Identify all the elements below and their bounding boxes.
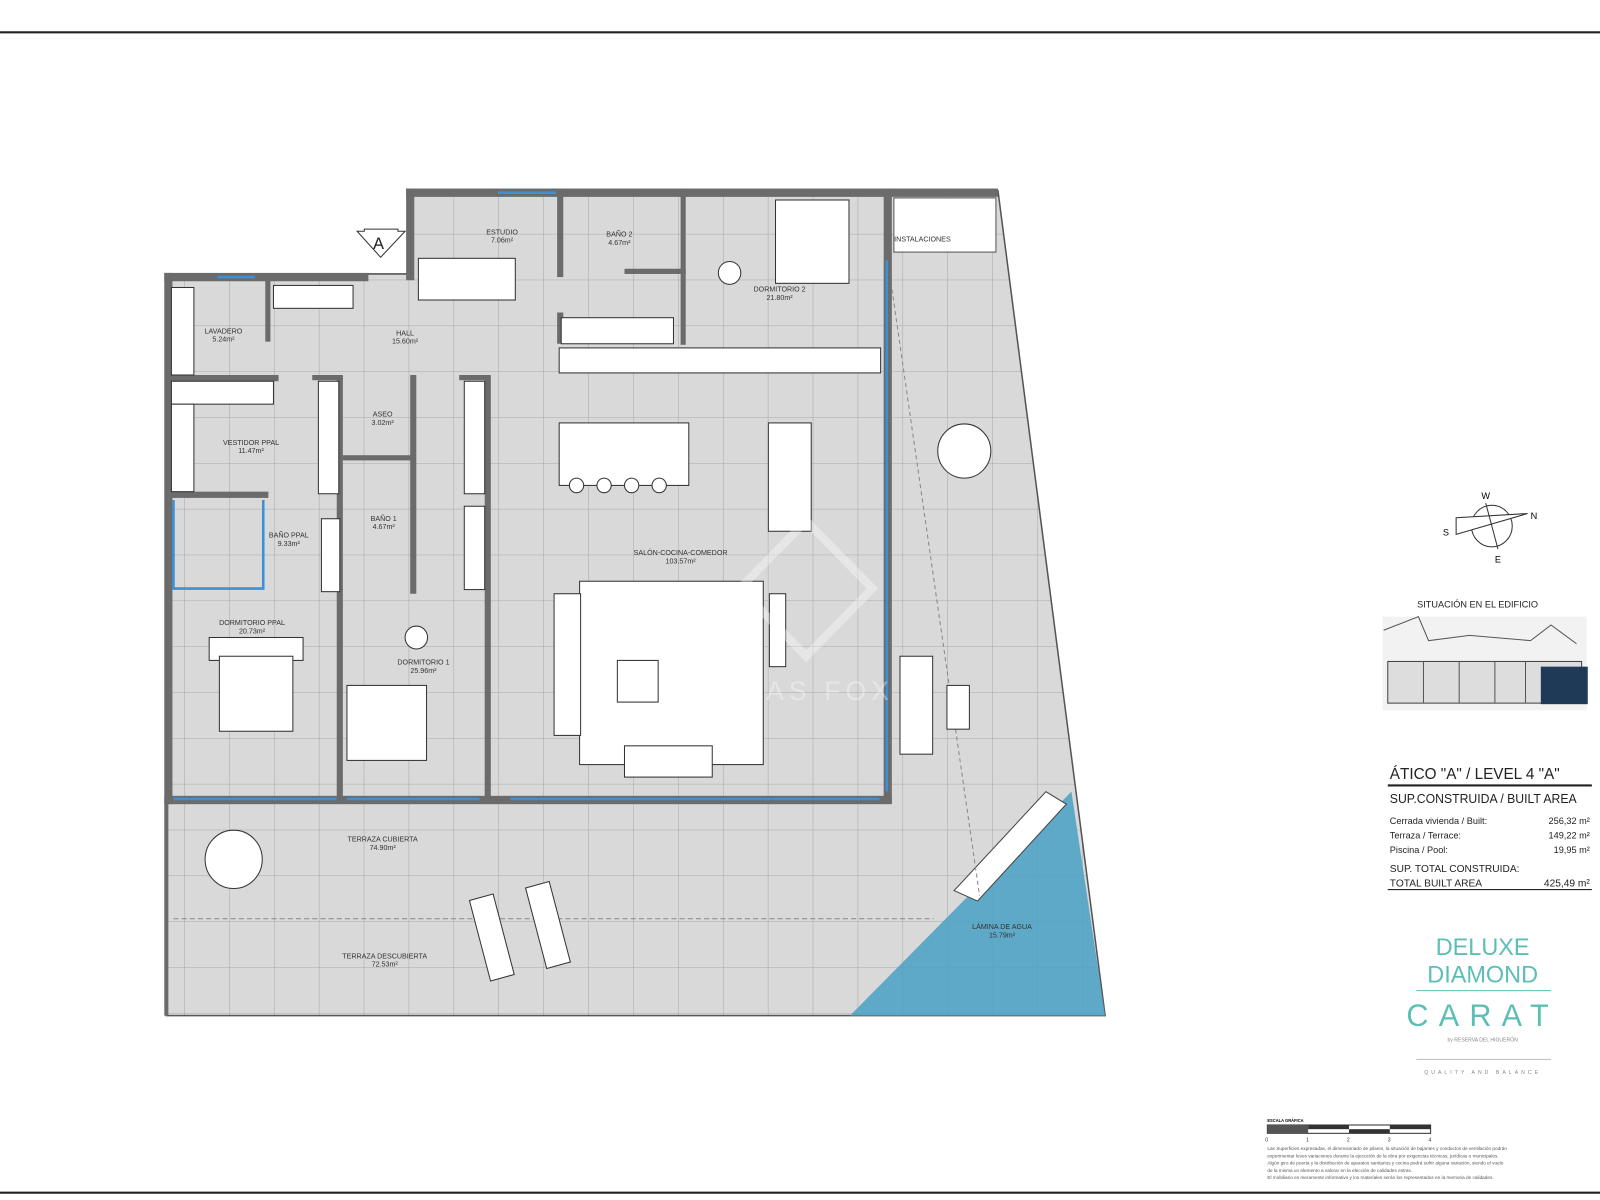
- room-name: BAÑO 1: [371, 514, 397, 523]
- room-name: BAÑO PPAL: [269, 530, 309, 539]
- area-title: ÁTICO "A" / LEVEL 4 "A": [1390, 766, 1560, 783]
- room-name: INSTALACIONES: [894, 235, 951, 244]
- room-area: 15.79m²: [989, 930, 1016, 939]
- room-name: DORMITORIO PPAL: [219, 618, 285, 627]
- svg-text:Cerrada vivienda / Built:: Cerrada vivienda / Built:: [1390, 816, 1487, 826]
- room-name: HALL: [396, 328, 414, 337]
- room-area: 3.02m²: [372, 418, 395, 427]
- area-subtitle: SUP.CONSTRUIDA / BUILT AREA: [1390, 792, 1578, 806]
- svg-text:DELUXE: DELUXE: [1436, 935, 1530, 961]
- instalaciones-area: [893, 197, 997, 253]
- room-area: 7.06m²: [491, 236, 514, 245]
- situation-highlight: [1540, 666, 1588, 705]
- svg-text:425,49 m²: 425,49 m²: [1544, 878, 1590, 889]
- roof-edge-line: [887, 260, 981, 896]
- situation-title: SITUACIÓN EN EL EDIFICIO: [1417, 599, 1538, 609]
- room-name: ASEO: [373, 410, 393, 419]
- room-area: 21.80m²: [767, 293, 794, 302]
- watermark: LUCAS FOX: [698, 514, 894, 706]
- compass-w: W: [1481, 491, 1490, 501]
- situation-diagram: SITUACIÓN EN EL EDIFICIO: [1382, 599, 1588, 711]
- room-name: VESTIDOR PPAL: [223, 438, 279, 447]
- svg-text:2: 2: [1347, 1138, 1350, 1144]
- svg-text:0: 0: [1265, 1138, 1268, 1144]
- entrance-marker: A: [355, 228, 407, 259]
- room-area: 72.53m²: [372, 960, 399, 969]
- room-area: 20.73m²: [239, 626, 266, 635]
- area-table: ÁTICO "A" / LEVEL 4 "A" SUP.CONSTRUIDA /…: [1387, 766, 1592, 891]
- room-area: 5.24m²: [212, 335, 235, 344]
- room-area: 11.47m²: [238, 446, 264, 455]
- room-name: DORMITORIO 1: [397, 658, 449, 667]
- room-name: LAVADERO: [205, 326, 243, 335]
- svg-text:ESCALA GRÁFICA: ESCALA GRÁFICA: [1267, 1118, 1303, 1123]
- svg-text:1: 1: [1306, 1138, 1309, 1144]
- svg-text:Algún giro de puerta y la dist: Algún giro de puerta y la distribución d…: [1267, 1161, 1503, 1167]
- svg-text:experimentar leves variaciones: experimentar leves variaciones durante l…: [1267, 1153, 1498, 1159]
- room-area: 4.67m²: [608, 238, 631, 247]
- room-area: 74.90m²: [370, 843, 397, 852]
- compass-s: S: [1443, 527, 1449, 537]
- room-name: SALÓN-COCINA-COMEDOR: [634, 548, 728, 557]
- svg-text:QUALITY AND BALANCE: QUALITY AND BALANCE: [1424, 1070, 1541, 1076]
- room-name: TERRAZA CUBIERTA: [348, 835, 418, 844]
- svg-text:LUCAS FOX: LUCAS FOX: [698, 676, 894, 706]
- room-area: 15.60m²: [392, 337, 419, 346]
- entrance-label: A: [373, 235, 384, 253]
- svg-text:3: 3: [1388, 1138, 1391, 1144]
- room-area: 25.96m²: [410, 666, 437, 675]
- room-name: ESTUDIO: [486, 227, 518, 236]
- svg-text:Piscina / Pool:: Piscina / Pool:: [1390, 845, 1448, 855]
- svg-text:4: 4: [1429, 1138, 1432, 1144]
- glazing: [172, 191, 889, 801]
- brand-logo: DELUXE DIAMOND CARAT by RESERVA DEL HIGU…: [1406, 935, 1558, 1076]
- pool-step: [953, 791, 1068, 902]
- svg-text:Las Superficies expresadas, el: Las Superficies expresadas, el dimension…: [1267, 1146, 1507, 1152]
- svg-text:El mobiliario es meramente inf: El mobiliario es meramente informativo y…: [1267, 1175, 1493, 1181]
- compass-n: N: [1531, 511, 1538, 521]
- compass: W N S E: [1443, 491, 1537, 565]
- room-name: DORMITORIO 2: [754, 285, 806, 294]
- room-area: 103.57m²: [666, 556, 697, 565]
- graphic-scale: ESCALA GRÁFICA 0 1 2 3 4 Las Superficies…: [1265, 1118, 1507, 1181]
- svg-text:TOTAL BUILT AREA: TOTAL BUILT AREA: [1390, 878, 1482, 889]
- svg-text:CARAT: CARAT: [1406, 998, 1558, 1033]
- furniture: [170, 199, 992, 982]
- svg-text:149,22 m²: 149,22 m²: [1549, 830, 1590, 840]
- room-name: LÁMINA DE AGUA: [972, 922, 1032, 931]
- svg-text:SUP. TOTAL CONSTRUIDA:: SUP. TOTAL CONSTRUIDA:: [1390, 864, 1520, 875]
- svg-text:Terraza / Terrace:: Terraza / Terrace:: [1390, 830, 1461, 840]
- room-name: BAÑO 2: [606, 229, 632, 238]
- disclaimer-text: Las Superficies expresadas, el dimension…: [1267, 1146, 1507, 1181]
- svg-text:de la misma un elemento a valo: de la misma un elemento a valorar en la …: [1267, 1168, 1412, 1174]
- room-area: 9.33m²: [278, 539, 301, 548]
- svg-text:256,32 m²: 256,32 m²: [1549, 816, 1590, 826]
- room-name: TERRAZA DESCUBIERTA: [342, 951, 427, 960]
- room-area: 4.67m²: [373, 522, 396, 531]
- svg-text:DIAMOND: DIAMOND: [1427, 962, 1538, 988]
- pool-water: [850, 791, 1106, 1016]
- svg-text:by RESERVA DEL HIGUERÓN: by RESERVA DEL HIGUERÓN: [1447, 1037, 1518, 1044]
- compass-e: E: [1495, 554, 1501, 564]
- svg-text:19,95 m²: 19,95 m²: [1554, 845, 1590, 855]
